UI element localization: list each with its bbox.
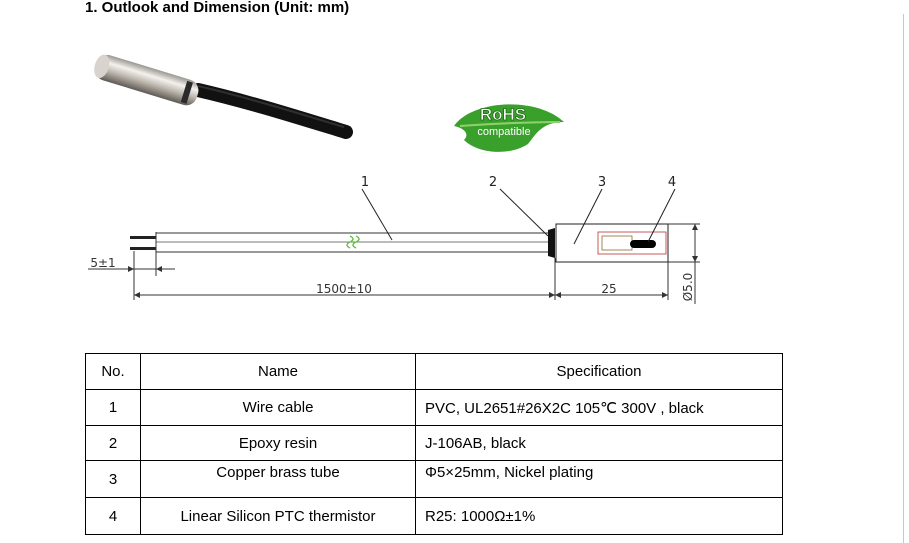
row-spec: R25: 1000Ω±1% (415, 497, 783, 535)
leader-1 (361, 188, 393, 241)
row-name: Epoxy resin (140, 425, 416, 461)
row-name: Wire cable (140, 389, 416, 426)
table-row: 4 Linear Silicon PTC thermistor R25: 100… (85, 497, 783, 535)
row-name: Linear Silicon PTC thermistor (140, 497, 416, 535)
row-spec: PVC, UL2651#26X2C 105℃ 300V , black (415, 389, 783, 426)
callout-4: 4 (668, 175, 676, 190)
row-spec: Φ5×25mm, Nickel plating (415, 460, 783, 498)
header-spec: Specification (415, 353, 783, 390)
rohs-subtitle: compatible (477, 126, 530, 138)
rohs-title: RoHS (480, 105, 526, 124)
dim-strip-length: 5±1 (90, 256, 115, 270)
leader-4 (647, 188, 676, 243)
leader-3 (573, 188, 603, 245)
header-name: Name (140, 353, 416, 390)
spec-table: No. Name Specification 1 Wire cable PVC,… (85, 353, 783, 535)
table-row: 1 Wire cable PVC, UL2651#26X2C 105℃ 300V… (85, 389, 783, 426)
callout-1: 1 (361, 175, 369, 190)
ptc-thermistor (630, 240, 656, 248)
product-photo (94, 54, 353, 139)
dim-diameter: Ø5.0 (681, 273, 695, 302)
dimension-drawing: 1 2 3 4 5±1 1500±10 25 Ø5.0 (88, 175, 700, 304)
dim-tube-length: 25 (601, 282, 616, 296)
conductor-end-bottom (130, 247, 156, 250)
conductor-end-top (130, 236, 156, 239)
header-no: No. (85, 353, 141, 390)
rohs-badge: RoHS compatible (454, 104, 564, 152)
row-name: Copper brass tube (140, 460, 416, 498)
leader-2 (499, 188, 549, 237)
row-spec: J-106AB, black (415, 425, 783, 461)
row-no: 1 (85, 389, 141, 426)
row-no: 3 (85, 460, 141, 498)
table-header-row: No. Name Specification (85, 353, 783, 390)
dim-cable-length: 1500±10 (316, 282, 372, 296)
row-no: 2 (85, 425, 141, 461)
callout-2: 2 (489, 175, 497, 190)
section-heading: 1. Outlook and Dimension (Unit: mm) (85, 0, 350, 16)
table-row: 2 Epoxy resin J-106AB, black (85, 425, 783, 461)
epoxy-resin (548, 228, 555, 258)
callout-3: 3 (598, 175, 606, 190)
page-edge-rule (903, 14, 904, 543)
table-row: 3 Copper brass tube Φ5×25mm, Nickel plat… (85, 460, 783, 498)
row-no: 4 (85, 497, 141, 535)
break-mark (346, 235, 360, 249)
